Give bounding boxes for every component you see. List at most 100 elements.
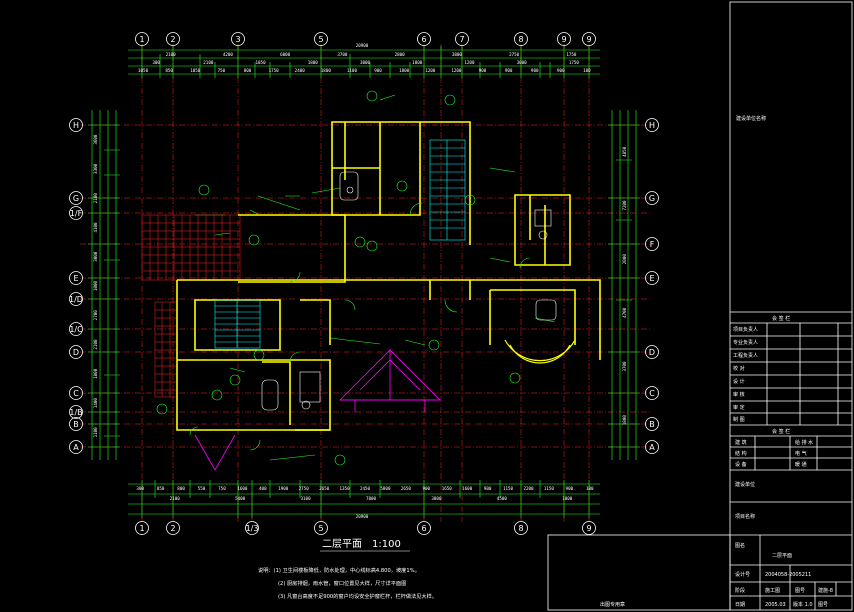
right-dim: 2000: [622, 254, 627, 265]
top-dim-3: 900: [505, 68, 513, 73]
tb-counter-cell: 暖 通: [795, 461, 807, 468]
bottom-dim-1: 900: [566, 486, 574, 491]
right-dim: 7200: [622, 200, 627, 211]
title-block: [547, 1, 853, 611]
tb-sign-row: 审 定: [733, 404, 745, 411]
note-line: 说明：(1) 卫生间楼板降低，防水处理，中心线标高4.800，坡度1%。: [258, 566, 420, 574]
bottom-axis-5-circle: [514, 521, 528, 535]
bottom-axis-2-circle: [245, 521, 259, 535]
drawing-scale: 1:100: [372, 539, 401, 550]
bottom-dim-1: 550: [198, 486, 206, 491]
top-dim-1: 2100: [166, 52, 177, 57]
bottom-axis-0-circle: [135, 521, 149, 535]
tb-version-label: 版本 1.0: [793, 601, 813, 608]
top-axis-0-label: 1: [139, 35, 144, 44]
tb-drawing-no-label: 图号: [795, 588, 805, 594]
axis-grid: [80, 44, 650, 522]
tb-sign-row: 项目负责人: [733, 326, 758, 333]
right-dim: 4850: [622, 146, 627, 157]
top-axis-6-circle: [514, 32, 528, 46]
left-dim: 1400: [93, 398, 98, 409]
bottom-dim-1: 2200: [523, 486, 534, 491]
bottom-dim-1: 1600: [462, 486, 473, 491]
dimension-lines: [88, 46, 640, 518]
left-dim: 1000: [93, 280, 98, 291]
left-dim: 2700: [93, 310, 98, 321]
top-dim-2: 3000: [360, 60, 371, 65]
detail-callouts: [156, 90, 521, 466]
top-dim-3: 900: [557, 68, 565, 73]
bottom-dim-2: 4500: [497, 496, 508, 501]
top-dim-1: 4200: [223, 52, 234, 57]
top-axis-1-circle: [166, 32, 180, 46]
tb-counter-cell: 建 筑: [735, 439, 747, 446]
top-dim-3: 1200: [451, 68, 462, 73]
bottom-axis-3-label: 5: [318, 524, 323, 533]
bottom-axis-2-label: 1/3: [246, 524, 259, 533]
bottom-axis-4-circle: [417, 521, 431, 535]
left-dim: 3300: [93, 163, 98, 174]
bottom-dim-1: 2450: [360, 486, 371, 491]
top-axis-5-circle: [455, 32, 469, 46]
top-axis-3-label: 5: [318, 35, 323, 44]
top-axis-4-label: 6: [421, 35, 426, 44]
top-axis-1-label: 2: [170, 35, 175, 44]
right-axis-3-label: E: [649, 274, 654, 283]
left-dim: 2100: [93, 193, 98, 204]
drawing-notes: 说明：(1) 卫生间楼板降低，防水处理，中心线标高4.800，坡度1%。 (2)…: [258, 566, 437, 600]
right-axis-6-circle: [645, 417, 659, 431]
right-axis-7-circle: [645, 440, 659, 454]
bottom-dim-1: 900: [423, 486, 431, 491]
top-dim-2: 300: [152, 60, 160, 65]
right-axis-7-label: A: [649, 443, 655, 452]
top-dim-1: 1750: [566, 52, 577, 57]
tb-sign-header: 会 签 栏: [772, 315, 790, 322]
top-dim-3: 1200: [425, 68, 436, 73]
tb-sign-row: 审 核: [733, 391, 745, 398]
bay-window: [504, 339, 576, 364]
bottom-axis-6-label: 9: [586, 524, 591, 533]
top-dim-3: 2400: [295, 68, 306, 73]
bottom-axis-1-circle: [166, 521, 180, 535]
left-dim: 2100: [93, 339, 98, 350]
right-axis-5-circle: [645, 386, 659, 400]
top-dim-1: 2800: [395, 52, 406, 57]
left-dim: 1100: [93, 427, 98, 438]
right-axis-1-circle: [645, 191, 659, 205]
tb-sign-row: 专业负责人: [733, 339, 758, 346]
left-axis-5-label: 1/C: [69, 325, 83, 334]
top-dim-1: 6000: [280, 52, 291, 57]
bottom-dim-1: 1150: [503, 486, 514, 491]
left-axis-10-label: A: [73, 443, 79, 452]
top-dim-3: 900: [374, 68, 382, 73]
top-dim-3: 750: [218, 68, 226, 73]
right-dim: 1800: [622, 415, 627, 426]
left-dim: 1800: [93, 368, 98, 379]
left-axis-4-label: 1/D: [69, 295, 83, 304]
tb-counter-header: 会 签 栏: [772, 428, 790, 435]
left-dim: 4100: [93, 222, 98, 233]
bottom-dim-2: 1800: [562, 496, 573, 501]
drawing-title: 二层平面: [322, 538, 362, 550]
right-axis-6-label: B: [649, 420, 655, 429]
top-dim-3: 1800: [321, 68, 332, 73]
bottom-dim-1: 800: [177, 486, 185, 491]
left-axis-6-label: D: [73, 348, 79, 357]
note-line: (2) 厨房排烟，雨水管，窗口位置见大样，尺寸详平面图: [278, 579, 406, 587]
left-axis-4-circle: [69, 292, 83, 306]
title-block-text: 建设单位名称 会 签 栏 项目负责人 专业负责人 工程负责人 校 对 设 计 审…: [600, 115, 833, 608]
top-dim-2: 3000: [517, 60, 528, 65]
tb-drawing-name-label: 图名: [735, 542, 745, 549]
bottom-dim-1: 1150: [544, 486, 555, 491]
bottom-dim-1: 2750: [299, 486, 310, 491]
tb-date-value: 2005.03: [765, 602, 786, 608]
left-dim: 3000: [93, 251, 98, 262]
left-dim: 3600: [93, 134, 98, 145]
left-axis-10-circle: [69, 440, 83, 454]
left-axis-8-circle: [69, 405, 83, 419]
tb-counter-cell: 结 构: [735, 450, 747, 457]
top-axis-5-label: 7: [459, 35, 464, 44]
